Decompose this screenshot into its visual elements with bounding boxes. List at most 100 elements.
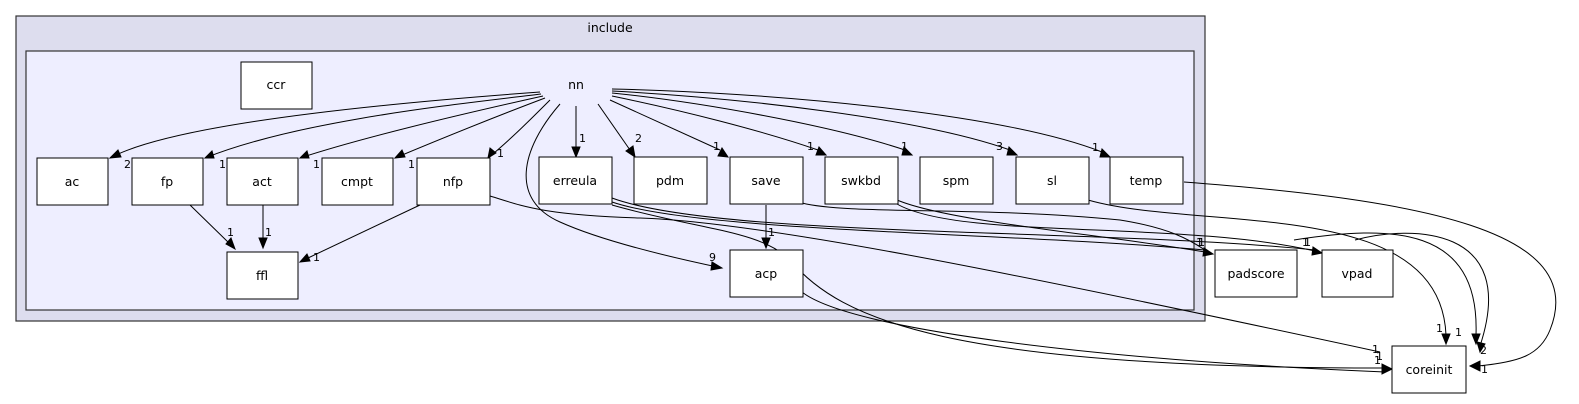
node-cmpt[interactable]: cmpt <box>321 157 394 206</box>
node-nfp-label: nfp <box>443 174 463 189</box>
node-ac-box[interactable] <box>36 157 109 206</box>
edge-label-coreinit-f: 1 <box>1455 326 1462 339</box>
node-pdm-box[interactable] <box>633 156 708 205</box>
node-temp-label: temp <box>1130 173 1163 188</box>
node-coreinit[interactable]: coreinit <box>1391 345 1467 394</box>
edge-label-nn-spm: 1 <box>901 140 908 153</box>
node-ccr-box[interactable] <box>240 61 313 110</box>
edge-nn-save <box>609 99 721 151</box>
node-save[interactable]: save <box>729 156 804 205</box>
arrowhead-nfp <box>487 147 497 160</box>
arrowhead-coreinit-right1 <box>1468 360 1481 372</box>
node-ccr[interactable]: ccr <box>240 61 313 110</box>
edge-label-save-acp: 1 <box>768 226 775 239</box>
edge-label-nfp-ffl: 1 <box>313 251 320 264</box>
edge-temp-coreinit <box>1183 181 1557 367</box>
node-nfp-box[interactable] <box>416 157 491 206</box>
nodes: nn ccr ac fp act cmpt nfp erreula <box>36 61 1467 394</box>
edge-swkbd-vpad <box>896 203 1316 252</box>
node-fp[interactable]: fp <box>131 157 204 206</box>
edge-nn-sl <box>611 90 1011 151</box>
arrowhead-act <box>298 150 310 159</box>
node-acp[interactable]: acp <box>729 249 804 298</box>
arrowhead-acp-save <box>761 237 771 250</box>
arrowhead-save <box>717 147 730 158</box>
edge-label-nn-erreula: 1 <box>579 132 586 145</box>
node-temp[interactable]: temp <box>1109 156 1184 205</box>
edge-label-nn-ac: 2 <box>124 158 131 171</box>
edge-nfp-ffl <box>307 204 421 259</box>
edge-nn-act <box>299 95 544 159</box>
node-sl-box[interactable] <box>1015 156 1090 205</box>
edge-label-padscore-a: 1 <box>1196 236 1203 249</box>
edge-vpad-coreinit <box>1354 232 1489 347</box>
arrowhead-coreinit-top1 <box>1441 333 1451 346</box>
node-act-box[interactable] <box>226 157 299 206</box>
node-erreula-label: erreula <box>553 173 597 188</box>
node-acp-box[interactable] <box>729 249 804 298</box>
edge-nn-ac <box>109 91 541 159</box>
edge-fp-ffl <box>189 204 231 245</box>
edge-label-nn-save: 1 <box>713 140 720 153</box>
edge-labels: 2 1 1 1 1 1 2 1 1 1 3 1 9 1 1 1 1 1 1 1 … <box>124 132 1488 376</box>
node-pdm[interactable]: pdm <box>633 156 708 205</box>
node-ffl[interactable]: ffl <box>226 251 299 300</box>
arrowhead-sl <box>1006 146 1019 156</box>
node-erreula[interactable]: erreula <box>538 156 613 205</box>
edge-nn-spm <box>611 92 906 151</box>
node-pdm-label: pdm <box>656 173 684 188</box>
arrowhead-spm <box>901 146 914 156</box>
node-spm-label: spm <box>943 173 970 188</box>
node-coreinit-label: coreinit <box>1406 362 1453 377</box>
node-save-box[interactable] <box>729 156 804 205</box>
node-swkbd[interactable]: swkbd <box>824 156 899 205</box>
edge-erreula-coreinit <box>611 204 1386 369</box>
node-spm[interactable]: spm <box>919 156 994 205</box>
edge-label-act-ffl: 1 <box>265 226 272 239</box>
node-sl[interactable]: sl <box>1015 156 1090 205</box>
edge-nn-swkbd <box>611 95 819 151</box>
node-padscore-box[interactable] <box>1214 249 1298 298</box>
edge-label-nn-temp: 1 <box>1092 141 1099 154</box>
node-swkbd-label: swkbd <box>841 173 881 188</box>
node-temp-box[interactable] <box>1109 156 1184 205</box>
node-swkbd-box[interactable] <box>824 156 899 205</box>
edge-label-coreinit-d: 1 <box>1436 322 1443 335</box>
edge-label-nn-swkbd: 1 <box>807 140 814 153</box>
node-ccr-label: ccr <box>267 77 287 92</box>
node-nn[interactable]: nn <box>568 77 584 92</box>
node-vpad[interactable]: vpad <box>1321 249 1394 298</box>
arrowhead-fp <box>203 150 215 159</box>
edge-nn-pdm <box>597 103 631 151</box>
node-nfp[interactable]: nfp <box>416 157 491 206</box>
edge-label-nn-fp: 1 <box>219 158 226 171</box>
arrowhead-ac <box>108 149 122 159</box>
edge-label-fp-ffl: 1 <box>227 226 234 239</box>
node-ffl-box[interactable] <box>226 251 299 300</box>
node-act[interactable]: act <box>226 157 299 206</box>
arrowhead-erreula <box>571 146 581 159</box>
node-save-label: save <box>751 173 781 188</box>
edge-nn-fp <box>204 93 542 159</box>
edge-save-padscore <box>801 202 1206 251</box>
node-vpad-box[interactable] <box>1321 249 1394 298</box>
arrowhead-vpad <box>1311 246 1324 256</box>
arrowhead-coreinit-right2 <box>1476 341 1486 354</box>
node-coreinit-box[interactable] <box>1391 345 1467 394</box>
node-padscore[interactable]: padscore <box>1214 249 1298 298</box>
edge-swkbd-padscore <box>896 199 1206 253</box>
node-cmpt-box[interactable] <box>321 157 394 206</box>
node-spm-box[interactable] <box>919 156 994 205</box>
node-erreula-box[interactable] <box>538 156 613 205</box>
cluster-include-label[interactable]: include <box>587 20 633 35</box>
edge-padscore-coreinit <box>1293 232 1477 336</box>
node-ac[interactable]: ac <box>36 157 109 206</box>
node-fp-box[interactable] <box>131 157 204 206</box>
node-act-label: act <box>252 174 272 189</box>
arrowhead-cmpt <box>393 149 406 159</box>
arrowhead-ffl-act <box>258 237 268 250</box>
edge-label-coreinit-g: 1 <box>1481 363 1488 376</box>
edge-label-coreinit-a: 1 <box>1372 343 1379 356</box>
edge-label-nn-acp: 9 <box>709 251 716 264</box>
